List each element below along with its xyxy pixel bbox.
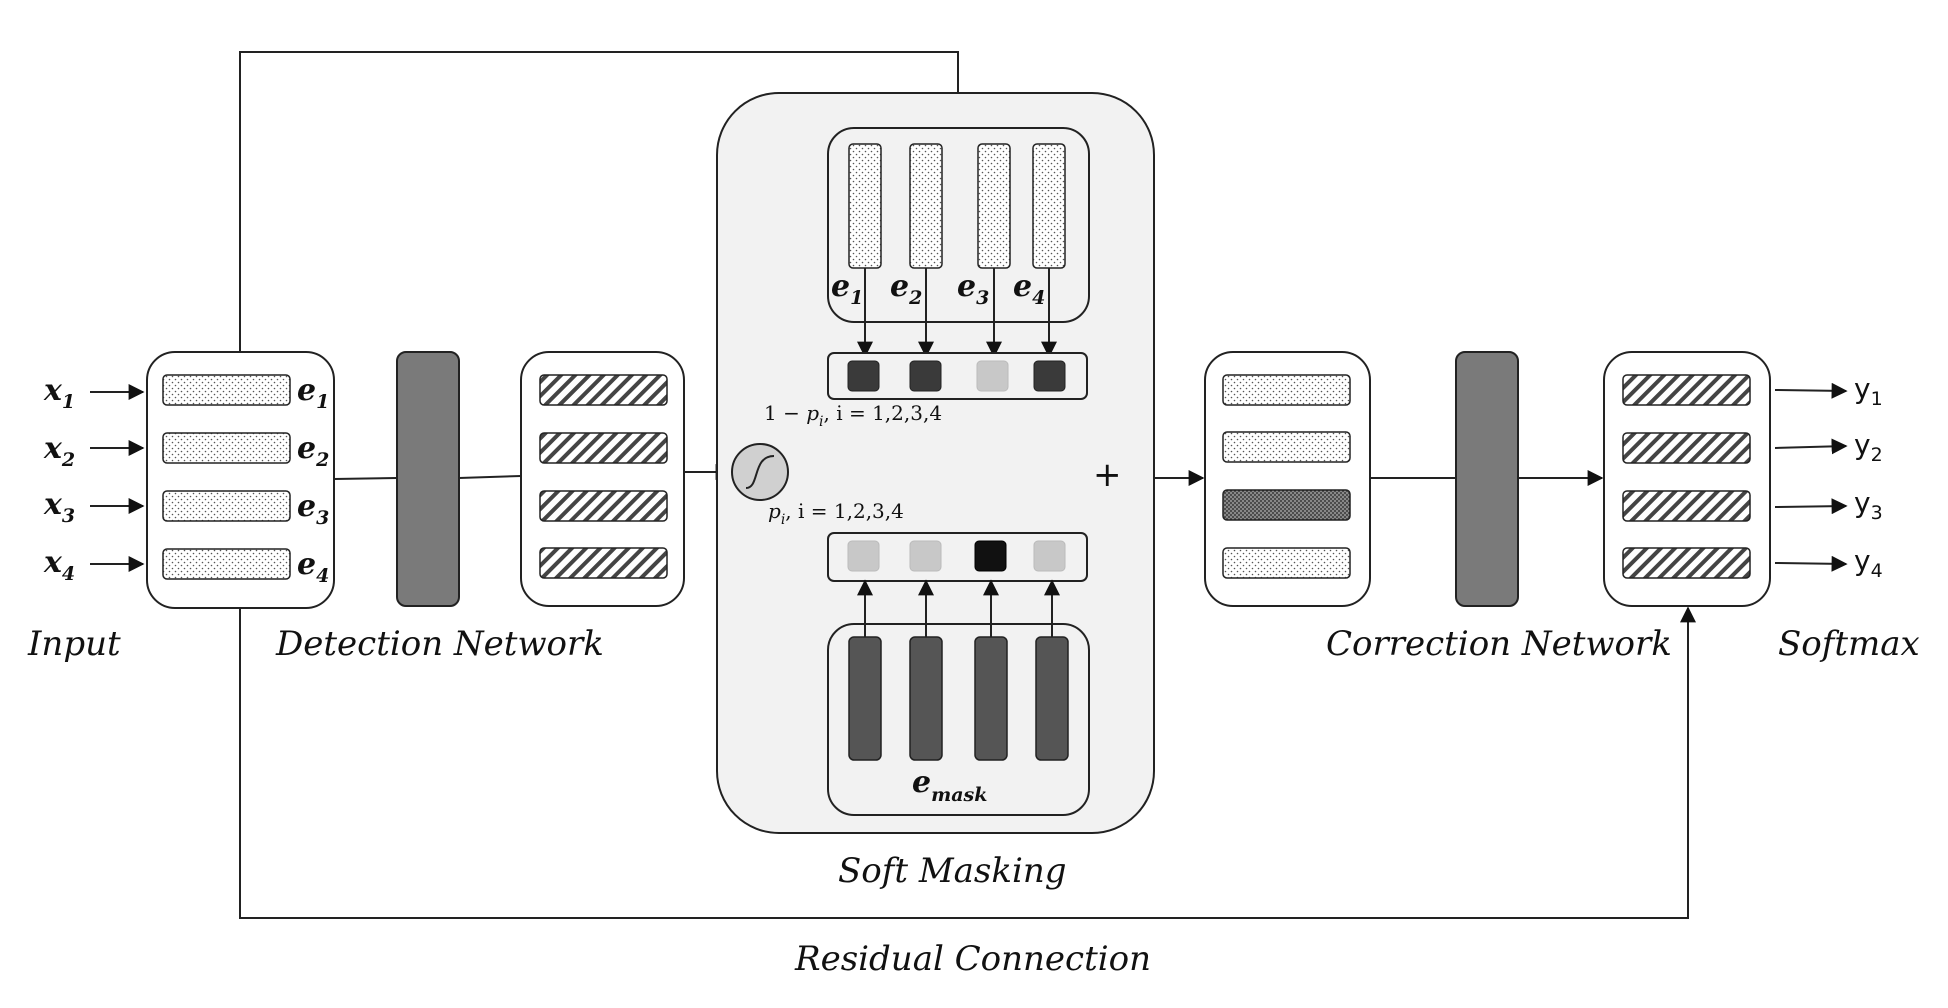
input-label: Input (27, 624, 121, 664)
weighted-mask-cells (847, 540, 1066, 572)
softmax-output-cells (1622, 374, 1751, 579)
token-embedding-labels: e1 e2 e3 e4 (831, 269, 1045, 309)
input-tokens: x1 x2 x3 x4 (43, 373, 75, 585)
token-embedding-columns (848, 143, 1066, 269)
correction-network-label: Correction Network (1326, 624, 1672, 664)
mask-embedding-columns (848, 636, 1069, 761)
input-embedding-labels: e1 e2 e3 e4 (297, 373, 329, 587)
weighted-token-cells (847, 360, 1066, 392)
output-tokens: y1 y2 y3 y4 (1854, 372, 1883, 582)
token-embedding-panel (827, 127, 1090, 323)
output-token-4: y4 (1854, 544, 1883, 582)
residual-connection-line (239, 606, 1696, 919)
output-token-3: y3 (1854, 486, 1883, 524)
softmax-label: Softmax (1778, 624, 1920, 664)
softmax-output-box (1603, 351, 1771, 607)
input-token-1: x1 (43, 373, 75, 413)
input-embedding-label-1: e1 (297, 373, 329, 413)
correction-input-box (1204, 351, 1371, 607)
detection-network-label: Detection Network (275, 624, 604, 664)
token-embedding-label-1: e1 (831, 269, 863, 309)
detection-output-cells (539, 374, 668, 579)
token-embedding-arrows (857, 268, 1057, 358)
input-to-detection-line (333, 477, 398, 480)
input-embedding-label-3: e3 (297, 489, 329, 529)
input-embedding-label-4: e4 (297, 547, 329, 587)
weighted-token-row (827, 352, 1088, 400)
mask-embedding-label: emask (912, 765, 987, 806)
token-embedding-label-4: e4 (1013, 269, 1045, 309)
output-arrows (1774, 382, 1848, 572)
p-formula: pi, i = 1,2,3,4 (768, 499, 904, 528)
token-embedding-label-2: e2 (890, 269, 922, 309)
correction-network-bar (1455, 351, 1519, 607)
token-embedding-label-3: e3 (957, 269, 989, 309)
output-token-1: y1 (1854, 372, 1883, 410)
input-token-3: x3 (43, 487, 75, 527)
input-embedding-box (146, 351, 335, 609)
correction-input-cells (1222, 374, 1351, 579)
detection-to-hidden-line (458, 475, 522, 479)
residual-connection-label: Residual Connection (794, 939, 1151, 979)
output-token-2: y2 (1854, 428, 1883, 466)
mask-embedding-arrows (857, 579, 1060, 637)
input-arrows (90, 384, 145, 572)
detection-output-box (520, 351, 685, 607)
detection-network-bar (396, 351, 460, 607)
input-token-2: x2 (43, 431, 75, 471)
mask-embedding-panel (827, 623, 1090, 816)
plus-sign: + (1093, 455, 1122, 495)
weighted-mask-row (827, 532, 1088, 582)
sigmoid-node (731, 443, 789, 501)
input-token-4: x4 (43, 545, 75, 585)
input-embedding-label-2: e2 (297, 431, 329, 471)
soft-masking-label: Soft Masking (838, 851, 1067, 891)
input-to-embedding-line (239, 51, 966, 352)
one-minus-p-formula: 1 − pi, i = 1,2,3,4 (764, 401, 942, 430)
input-embedding-cells (162, 374, 291, 580)
